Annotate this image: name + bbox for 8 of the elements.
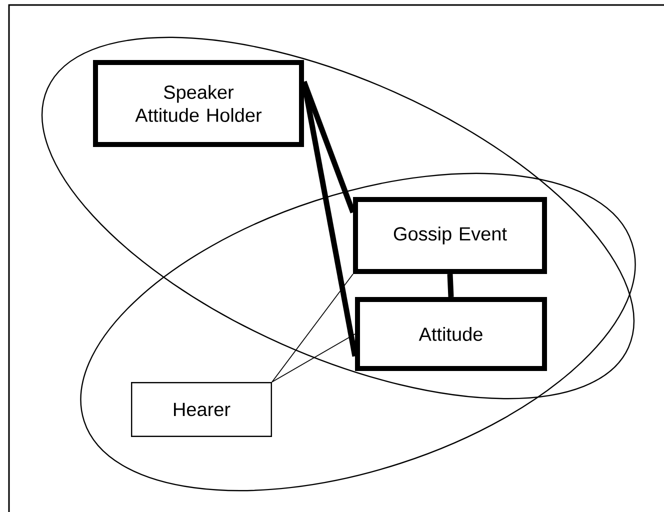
connector-line xyxy=(447,274,454,298)
text-box: Speaker Attitude Holder xyxy=(93,60,304,147)
connector-line xyxy=(272,274,354,382)
text-box: Attitude xyxy=(355,297,547,371)
connector-line xyxy=(301,81,358,357)
connector-line xyxy=(272,334,356,382)
text-box: Hearer xyxy=(131,382,272,437)
text-box: Gossip Event xyxy=(353,197,547,274)
